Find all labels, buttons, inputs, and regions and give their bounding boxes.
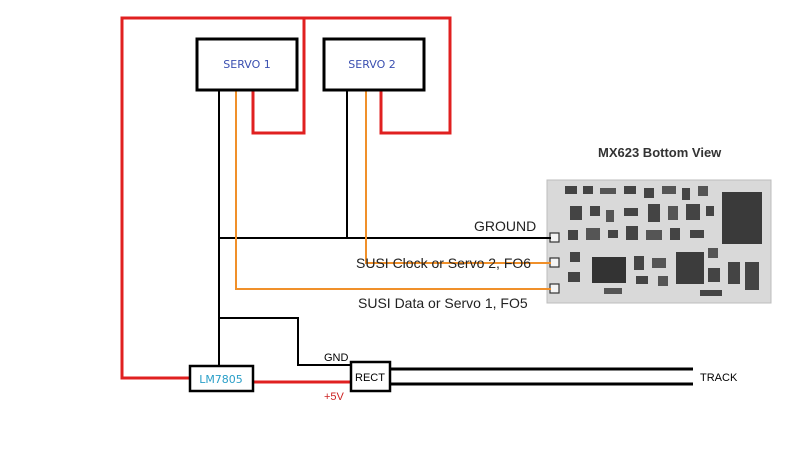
rectifier-box: RECT <box>349 360 392 393</box>
servo-1-box: SERVO 1 <box>195 37 299 92</box>
decoder-title: MX623 Bottom View <box>598 145 722 160</box>
regulator-box: LM7805 <box>188 364 255 393</box>
servo-2-label: SERVO 2 <box>348 58 395 71</box>
servo-1-label: SERVO 1 <box>223 58 270 71</box>
signal-wires <box>235 90 551 290</box>
gnd-label: GND <box>324 352 349 364</box>
power-wires <box>120 16 452 384</box>
regulator-label: LM7805 <box>199 373 243 386</box>
track-wires <box>390 367 693 386</box>
susi-data-label: SUSI Data or Servo 1, FO5 <box>358 295 528 311</box>
susi-clock-label: SUSI Clock or Servo 2, FO6 <box>356 255 531 271</box>
servo-2-box: SERVO 2 <box>322 37 426 92</box>
plus5v-label: +5V <box>324 391 345 403</box>
rectifier-label: RECT <box>355 372 385 384</box>
track-label: TRACK <box>700 372 738 384</box>
ground-label: GROUND <box>474 218 536 234</box>
decoder-board <box>546 179 772 304</box>
ground-wires <box>218 90 551 368</box>
